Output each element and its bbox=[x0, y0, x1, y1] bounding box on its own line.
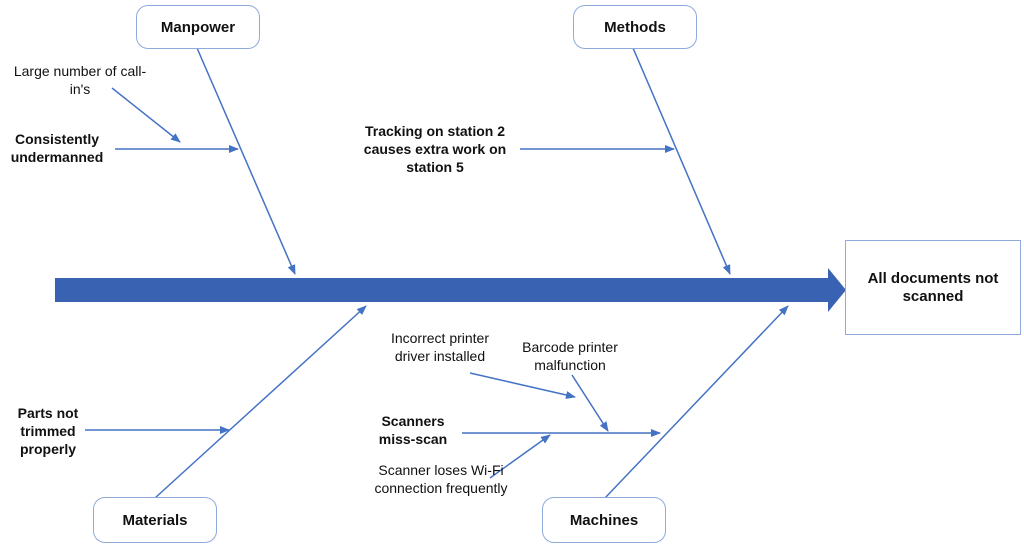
cause-barcode-malfunction: Barcode printer malfunction bbox=[522, 339, 618, 373]
call-ins-arrow bbox=[111, 87, 181, 143]
driver-arrow bbox=[469, 372, 576, 399]
machines-bone bbox=[604, 305, 789, 499]
methods-bone bbox=[632, 47, 731, 275]
category-materials: Materials bbox=[93, 497, 217, 543]
barcode-arrow bbox=[571, 374, 609, 432]
effect-box: All documents not scanned bbox=[845, 240, 1021, 335]
wifi-arrow bbox=[489, 434, 551, 479]
cause-wifi-loss: Scanner loses Wi-Fi connection frequentl… bbox=[374, 462, 508, 496]
category-machines: Machines bbox=[542, 497, 666, 543]
category-manpower: Manpower bbox=[136, 5, 260, 49]
cause-incorrect-driver: Incorrect printer driver installed bbox=[390, 330, 490, 364]
category-methods: Methods bbox=[573, 5, 697, 49]
manpower-bone bbox=[196, 47, 296, 275]
spine-arrowhead bbox=[828, 268, 846, 312]
cause-large-call-ins: Large number of call-in's bbox=[13, 63, 147, 97]
cause-undermanned: Consistently undermanned bbox=[10, 131, 104, 165]
materials-bone bbox=[154, 305, 367, 499]
spine-bar bbox=[55, 278, 830, 302]
cause-parts-not-trimmed: Parts not trimmed properly bbox=[17, 405, 79, 457]
cause-tracking: Tracking on station 2 causes extra work … bbox=[363, 123, 507, 175]
cause-scanners-miss-scan: Scanners miss-scan bbox=[378, 413, 448, 447]
